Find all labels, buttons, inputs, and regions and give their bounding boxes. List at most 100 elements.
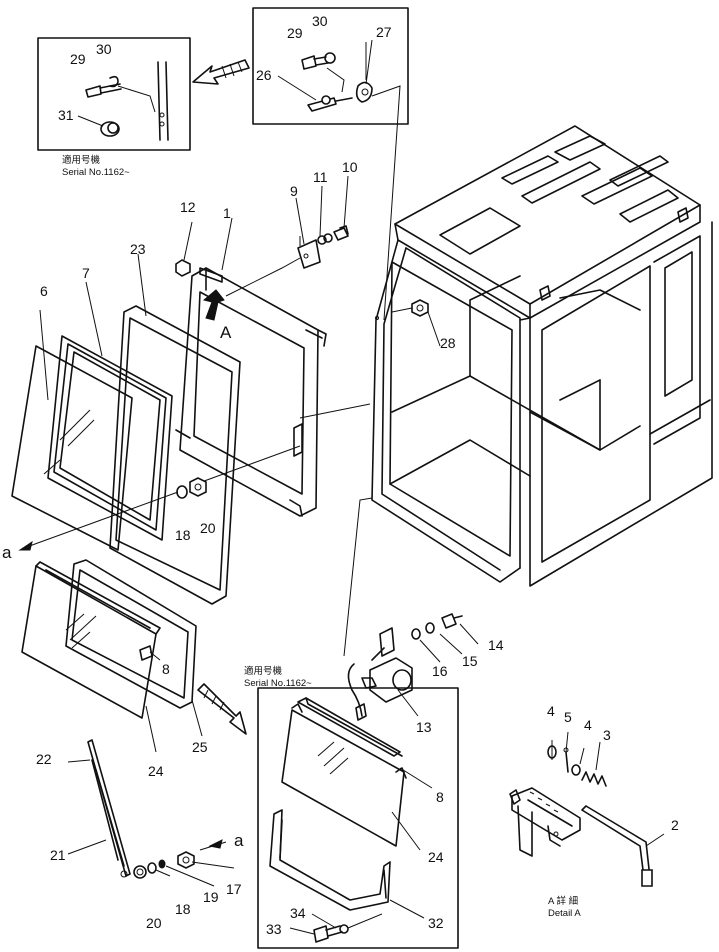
callout-17: 17 xyxy=(226,881,242,897)
leader-door-to-cab xyxy=(225,257,301,297)
callout-9: 9 xyxy=(290,183,298,199)
latch-26-icon xyxy=(307,95,353,112)
washer-11-icon xyxy=(317,233,333,245)
ref-a-bottom-label: a xyxy=(234,831,244,850)
callout-numbers: 1 2 3 4 4 5 6 7 8 8 9 10 11 12 13 14 15 … xyxy=(36,13,679,937)
washer-18b-icon xyxy=(147,862,157,874)
callout-5: 5 xyxy=(564,709,572,725)
spring-3-icon xyxy=(581,771,607,787)
washer-4b-icon xyxy=(571,764,581,776)
bolt-10-icon xyxy=(333,225,349,241)
callout-12: 12 xyxy=(180,199,196,215)
callout-29b: 29 xyxy=(287,25,303,41)
ref-a-left-label: a xyxy=(2,543,12,562)
pin-2-icon xyxy=(581,805,653,887)
callout-32: 32 xyxy=(428,915,444,931)
callout-16: 16 xyxy=(432,663,448,679)
view-arrow-upper xyxy=(192,59,250,85)
wiper-motor-13 xyxy=(347,627,413,721)
bracket-9-icon xyxy=(297,236,321,269)
wiper-arm-21 xyxy=(87,739,131,878)
washer-15-icon xyxy=(425,622,435,634)
callout-28: 28 xyxy=(440,335,456,351)
washer-30-icon xyxy=(109,75,119,88)
callout-4b: 4 xyxy=(584,717,592,733)
cap-31-icon xyxy=(100,121,120,137)
inset-top-left xyxy=(37,37,191,151)
nut-20-icon xyxy=(189,477,207,497)
callout-22: 22 xyxy=(36,751,52,767)
leader-frame-to-cab xyxy=(299,403,371,419)
callout-10: 10 xyxy=(342,159,358,175)
callout-34: 34 xyxy=(290,905,306,921)
callout-18a: 18 xyxy=(175,527,191,543)
callout-24b: 24 xyxy=(428,849,444,865)
callout-25: 25 xyxy=(192,739,208,755)
callout-18b: 18 xyxy=(175,901,191,917)
ref-a-bottom-arrowhead xyxy=(208,839,223,849)
plate-27-icon xyxy=(355,81,373,103)
bolt-14-icon xyxy=(441,613,463,629)
callout-21: 21 xyxy=(50,847,66,863)
glass-24 xyxy=(21,561,161,719)
detail-a-caption-jp: A 詳 細 xyxy=(548,895,578,907)
detail-a-caption-en: Detail A xyxy=(548,908,581,919)
view-a-label: A xyxy=(220,323,232,342)
serial-note-mid-en: Serial No.1162~ xyxy=(244,678,312,689)
washer-19-icon xyxy=(158,859,166,869)
callout-31: 31 xyxy=(58,107,74,123)
callout-30b: 30 xyxy=(312,13,328,29)
washer-30b-icon xyxy=(324,52,336,64)
callout-13: 13 xyxy=(416,719,432,735)
serial-note-mid-jp: 適用号機 xyxy=(244,665,283,677)
callout-15: 15 xyxy=(462,653,478,669)
nut-12-icon xyxy=(175,259,191,277)
callout-7: 7 xyxy=(82,265,90,281)
callout-19: 19 xyxy=(203,889,219,905)
callout-30a: 30 xyxy=(96,41,112,57)
callout-20a: 20 xyxy=(200,520,216,536)
seal-7 xyxy=(47,335,173,541)
callout-14: 14 xyxy=(488,637,504,653)
callout-4a: 4 xyxy=(547,703,555,719)
seal-25 xyxy=(65,559,197,709)
serial-note-top-en: Serial No.1162~ xyxy=(62,167,130,178)
inset-detail-glass xyxy=(257,687,459,949)
callout-33: 33 xyxy=(266,921,282,937)
washer-16-icon xyxy=(411,628,421,640)
detail-a-bracket xyxy=(509,787,581,857)
leader-latch-to-cab xyxy=(371,85,401,321)
view-arrow-lower xyxy=(197,683,247,735)
callout-6: 6 xyxy=(40,283,48,299)
callout-8b: 8 xyxy=(436,789,444,805)
inset-top-center xyxy=(252,7,409,125)
nut-17-icon xyxy=(177,851,195,869)
leader-ref-a-left xyxy=(23,491,179,549)
cab-frame xyxy=(371,125,713,587)
callout-leaders xyxy=(39,39,479,935)
glass-6 xyxy=(11,345,133,551)
leader-motor-to-cab xyxy=(343,497,373,657)
callout-11: 11 xyxy=(313,169,328,185)
washer-18-icon xyxy=(176,485,188,499)
bolt-29b-icon xyxy=(301,55,329,70)
view-a-arrow xyxy=(202,289,225,321)
seal-23 xyxy=(109,305,241,605)
door-frame-1 xyxy=(175,267,327,517)
callout-26: 26 xyxy=(256,67,272,83)
callout-24a: 24 xyxy=(148,763,164,779)
ref-a-left-arrowhead xyxy=(18,540,33,551)
nut-28-icon xyxy=(391,299,429,317)
callout-27: 27 xyxy=(376,24,392,40)
strip-8-icon xyxy=(45,569,153,661)
serial-note-top-jp: 適用号機 xyxy=(62,154,101,166)
callout-23: 23 xyxy=(130,241,146,257)
callout-8a: 8 xyxy=(162,661,170,677)
detail-a-leaders xyxy=(551,731,665,847)
callout-3: 3 xyxy=(603,727,611,743)
nut-20b-icon xyxy=(133,865,147,879)
callout-1: 1 xyxy=(223,205,231,221)
callout-2: 2 xyxy=(671,817,679,833)
